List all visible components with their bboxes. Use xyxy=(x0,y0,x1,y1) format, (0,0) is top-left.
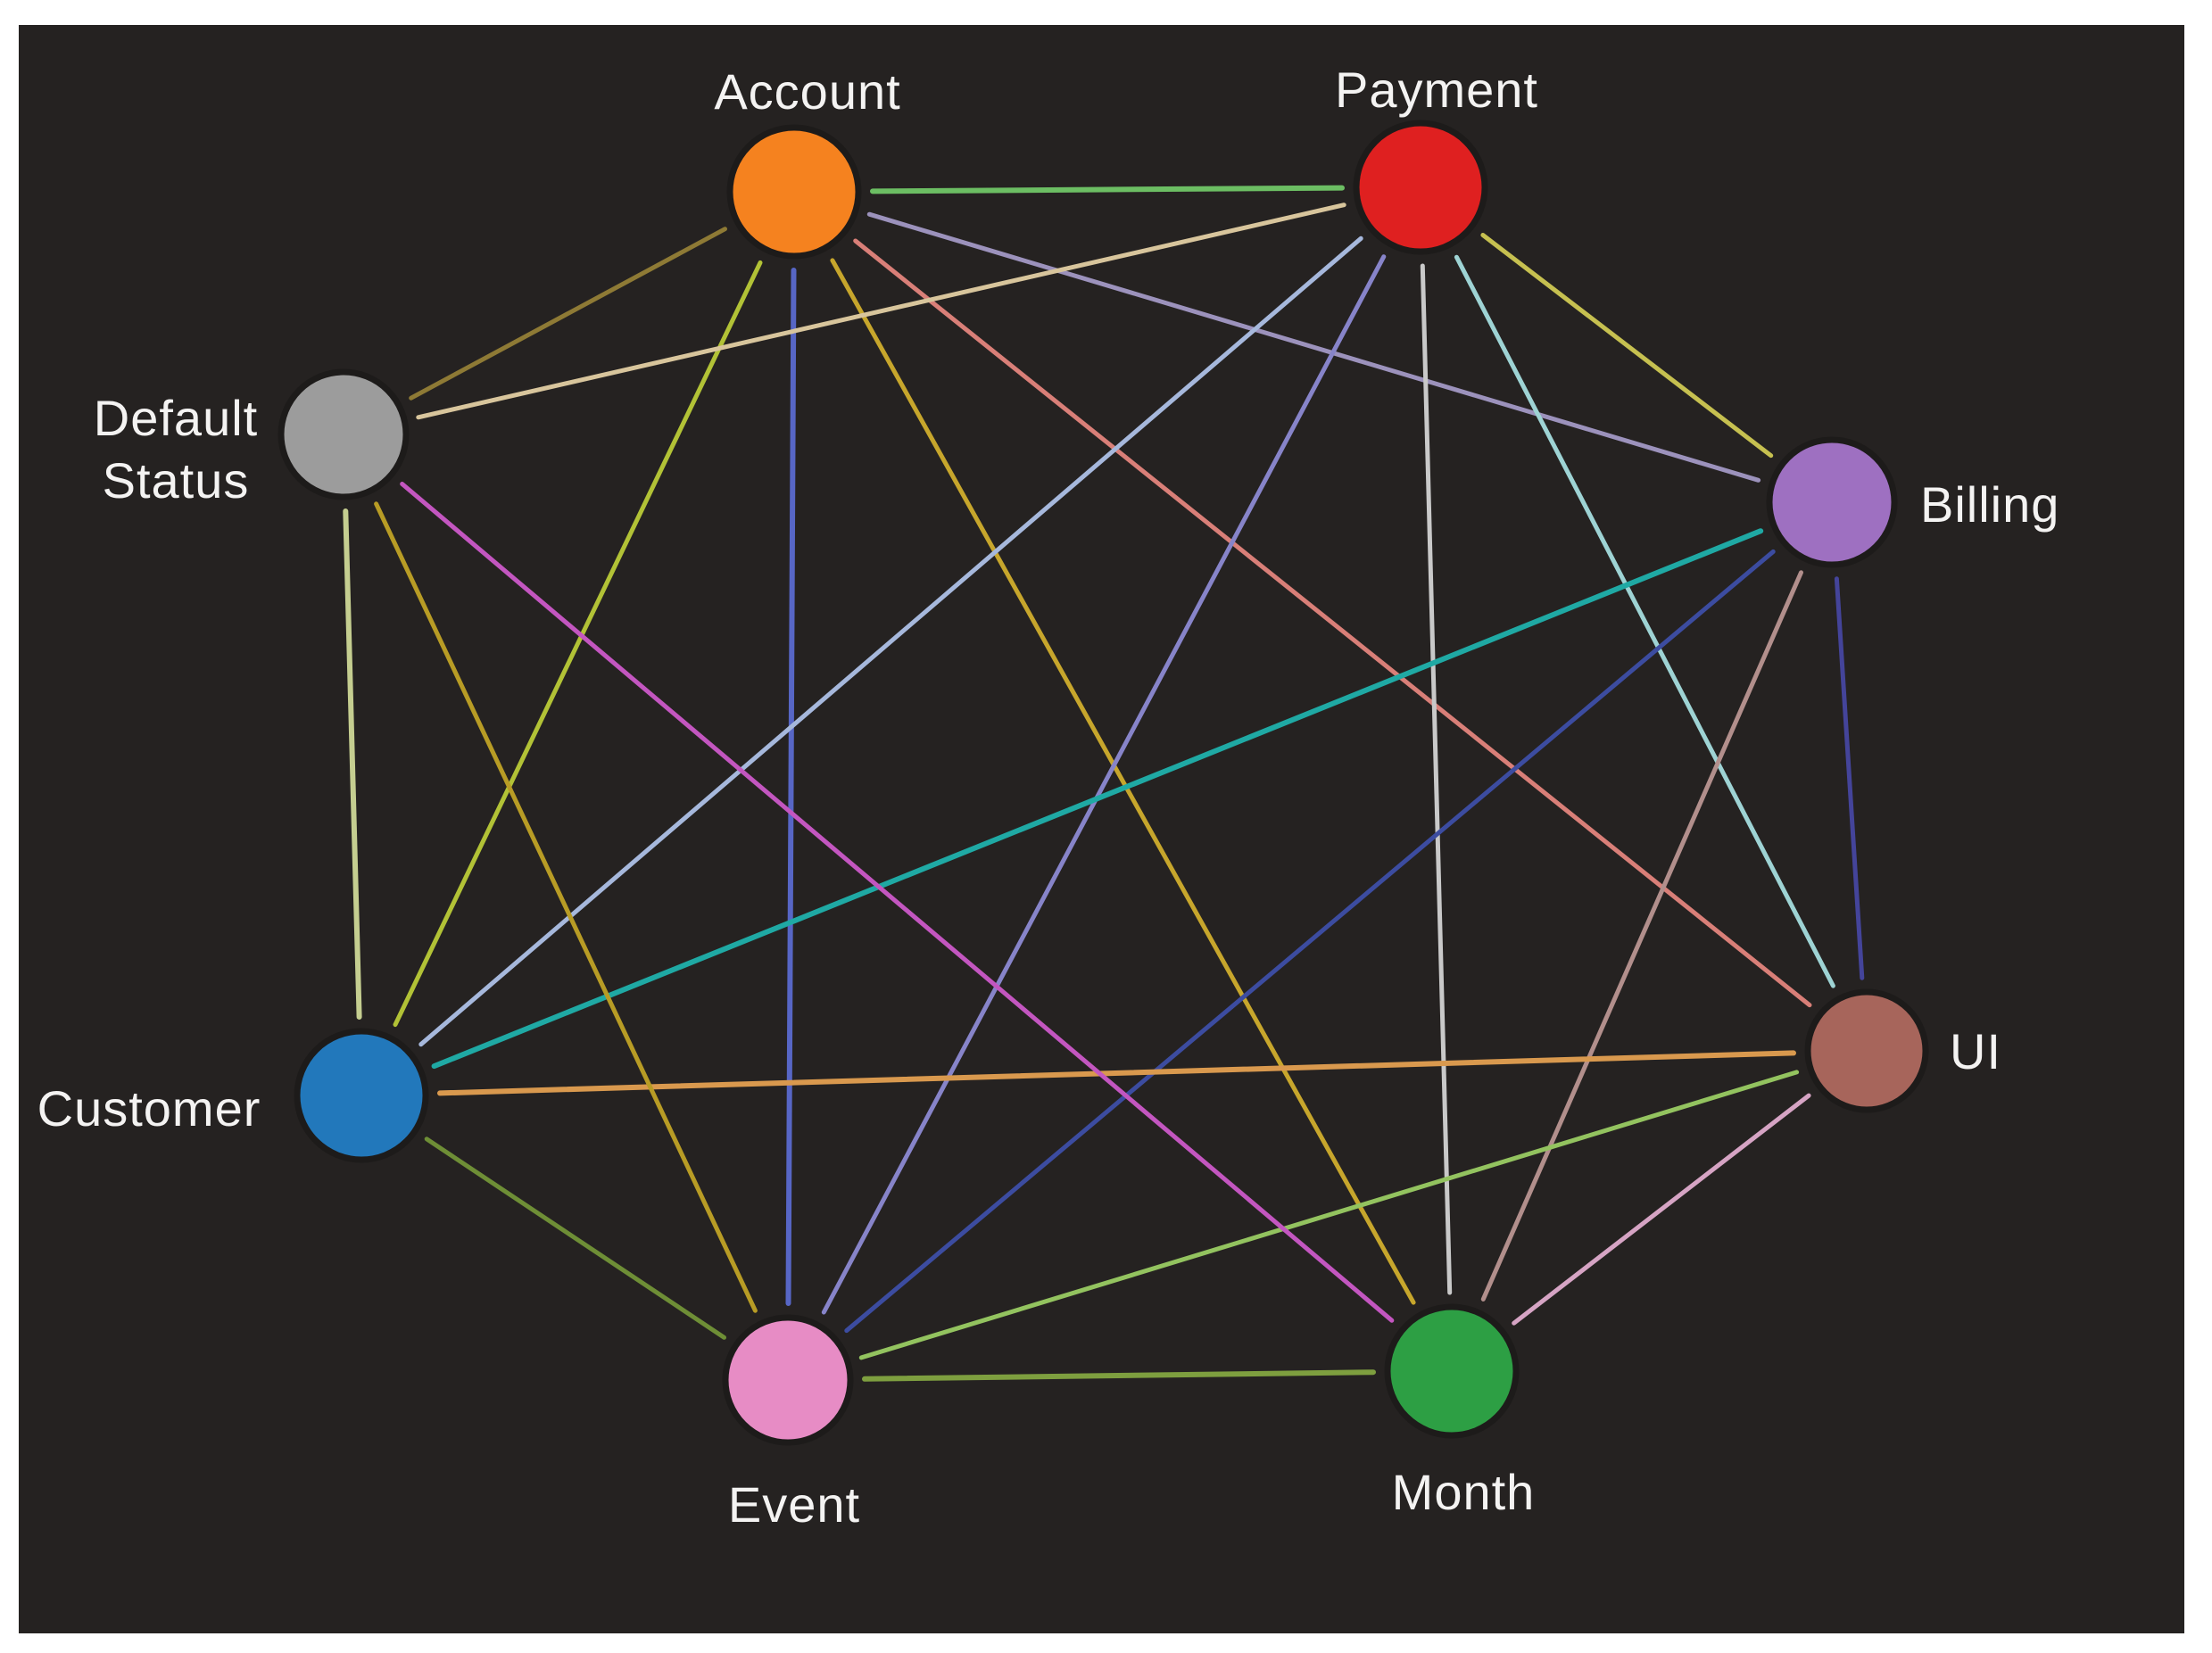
node-billing[interactable] xyxy=(1766,436,1898,568)
edge-account-month xyxy=(830,258,1416,1305)
node-label-account: Account xyxy=(714,63,900,120)
node-label-payment: Payment xyxy=(1335,62,1538,118)
edge-account-default_status xyxy=(409,227,727,401)
node-ui[interactable] xyxy=(1804,988,1929,1113)
edge-account-event xyxy=(785,268,797,1306)
edge-billing-customer xyxy=(431,528,1764,1070)
edges-layer xyxy=(343,185,1865,1382)
node-account[interactable] xyxy=(726,124,862,260)
edge-billing-event xyxy=(844,549,1776,1334)
node-label-event: Event xyxy=(728,1476,860,1533)
edge-default_status-customer xyxy=(343,508,362,1020)
edge-payment-customer xyxy=(418,236,1363,1047)
graph-panel-background xyxy=(19,25,2184,1633)
edge-account-customer xyxy=(393,260,763,1028)
edge-payment-default_status xyxy=(416,202,1346,420)
edge-payment-billing xyxy=(1480,233,1774,459)
node-event[interactable] xyxy=(722,1314,854,1446)
edge-account-billing xyxy=(866,211,1761,483)
edge-ui-customer xyxy=(437,1050,1796,1096)
node-payment[interactable] xyxy=(1353,120,1488,255)
edge-month-event xyxy=(862,1369,1376,1382)
edge-payment-month xyxy=(1420,263,1453,1295)
edge-account-ui xyxy=(853,238,1812,1008)
edge-event-customer xyxy=(424,1136,726,1340)
edge-month-default_status xyxy=(400,482,1395,1323)
edge-default_status-event xyxy=(374,501,758,1313)
node-label-customer: Customer xyxy=(37,1080,261,1136)
node-default_status[interactable] xyxy=(278,368,410,500)
node-label-month: Month xyxy=(1392,1464,1536,1520)
edge-billing-ui xyxy=(1834,576,1865,980)
node-customer[interactable] xyxy=(294,1028,429,1163)
edge-billing-month xyxy=(1480,570,1803,1302)
nodes-layer xyxy=(278,120,1929,1446)
edge-payment-ui xyxy=(1454,254,1835,988)
edge-account-payment xyxy=(870,185,1345,194)
edge-payment-event xyxy=(821,254,1387,1315)
node-month[interactable] xyxy=(1384,1303,1520,1439)
edge-ui-month xyxy=(1512,1093,1811,1326)
edge-ui-event xyxy=(858,1070,1800,1360)
node-label-billing: Billing xyxy=(1920,476,2059,533)
node-label-ui: UI xyxy=(1950,1023,2001,1079)
